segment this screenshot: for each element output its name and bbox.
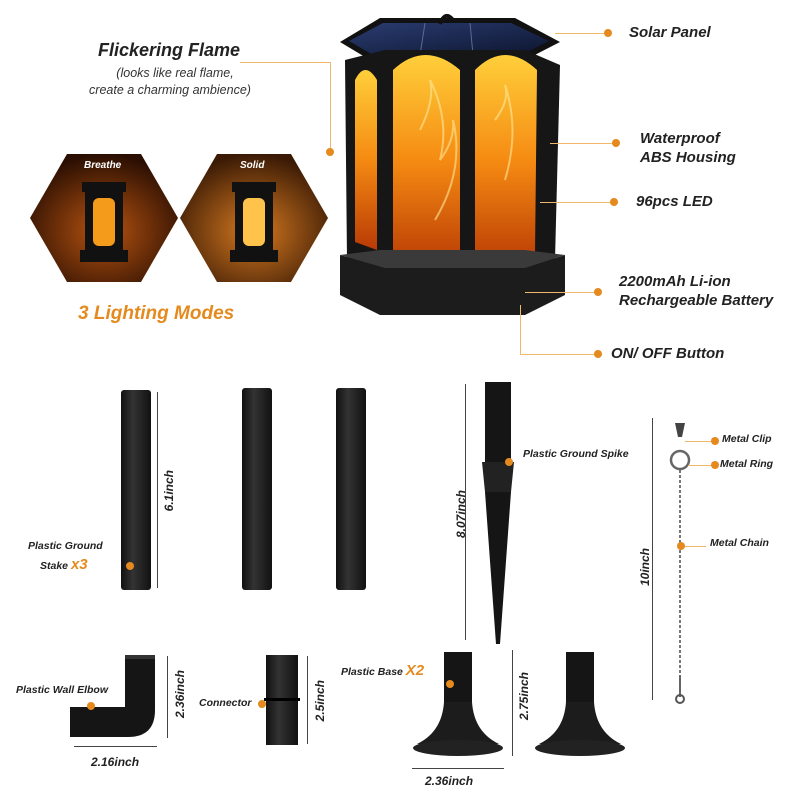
elbow-width: 2.16inch [91, 755, 140, 769]
flame-dot [326, 148, 334, 156]
button-leader [520, 354, 595, 355]
metal-chain [665, 415, 695, 705]
mode-solid-hex: Solid [180, 154, 328, 282]
connector-length: 2.5inch [313, 680, 327, 722]
base-label-text: Plastic Base [341, 666, 403, 678]
base-height-line [512, 650, 513, 756]
button-leader-v [520, 305, 521, 355]
wall-elbow [70, 655, 160, 740]
mode-breathe-hex: Breathe [30, 154, 178, 282]
base-width-line [412, 768, 504, 769]
battery-leader [525, 292, 595, 293]
chain-dot [677, 542, 685, 550]
base-width: 2.36inch [425, 774, 474, 788]
base-qty: X2 [405, 662, 425, 679]
solar-leader [555, 33, 605, 34]
button-label: ON/ OFF Button [611, 345, 725, 362]
ground-spike-label: Plastic Ground Spike [523, 448, 629, 460]
ground-stake-label-2: Stake x3 [40, 556, 88, 573]
stake-dim-line [157, 392, 158, 588]
led-leader [540, 202, 612, 203]
housing-dot [612, 139, 620, 147]
connector-dim-line [307, 656, 308, 744]
ground-stake-label-text: Stake [40, 560, 69, 572]
flame-desc-2: create a charming ambience) [89, 83, 251, 97]
led-label: 96pcs LED [636, 193, 713, 210]
metal-clip-label: Metal Clip [722, 433, 772, 445]
ground-stake-qty: x3 [70, 556, 88, 573]
elbow-height: 2.36inch [173, 670, 187, 719]
mode-solid-label: Solid [240, 160, 265, 171]
clip-dot [711, 437, 719, 445]
stake-length: 6.1inch [162, 470, 176, 512]
clip-leader [685, 441, 713, 442]
ring-dot [711, 461, 719, 469]
flame-leader [240, 62, 330, 63]
spike-dim-line [465, 384, 466, 640]
led-dot [610, 198, 618, 206]
ring-leader [688, 465, 713, 466]
flame-title: Flickering Flame [98, 40, 241, 60]
chain-leader [684, 546, 706, 547]
connector-label: Connector [199, 697, 252, 709]
housing-label-2: ABS Housing [640, 149, 736, 166]
housing-leader [550, 143, 615, 144]
modes-title: 3 Lighting Modes [78, 303, 235, 324]
base-height: 2.75inch [517, 672, 531, 721]
battery-label-2: Rechargeable Battery [619, 292, 774, 309]
ground-stake-label-1: Plastic Ground [28, 540, 103, 552]
mode-breathe-label: Breathe [84, 160, 122, 171]
elbow-width-line [74, 746, 157, 747]
button-dot [594, 350, 602, 358]
connector-dot [258, 700, 266, 708]
chain-length: 10inch [638, 548, 652, 587]
spike-length: 8.07inch [454, 490, 468, 539]
housing-label-1: Waterproof [640, 130, 720, 147]
metal-ring-label: Metal Ring [720, 458, 774, 470]
base-label: Plastic Base X2 [341, 662, 425, 679]
plastic-base-1 [412, 652, 504, 758]
flame-leader-v [330, 62, 331, 152]
ground-stake-3 [336, 388, 366, 590]
plastic-base-2 [534, 652, 626, 758]
battery-label-1: 2200mAh Li-ion [619, 273, 731, 290]
battery-dot [594, 288, 602, 296]
spike-dot [505, 458, 513, 466]
ground-stake-2 [242, 388, 272, 590]
lantern-illustration [325, 10, 570, 340]
ground-stake-1 [121, 390, 151, 590]
metal-chain-label: Metal Chain [710, 537, 769, 549]
ground-spike [478, 382, 518, 644]
connector-band [264, 698, 300, 701]
base-dot [446, 680, 454, 688]
solar-dot [604, 29, 612, 37]
elbow-height-line [167, 656, 168, 738]
chain-dim-line [652, 418, 653, 700]
solar-panel-label: Solar Panel [629, 24, 711, 41]
flame-desc-1: (looks like real flame, [116, 66, 234, 80]
wall-elbow-label: Plastic Wall Elbow [16, 684, 108, 696]
elbow-dot [87, 702, 95, 710]
stake-dot [126, 562, 134, 570]
